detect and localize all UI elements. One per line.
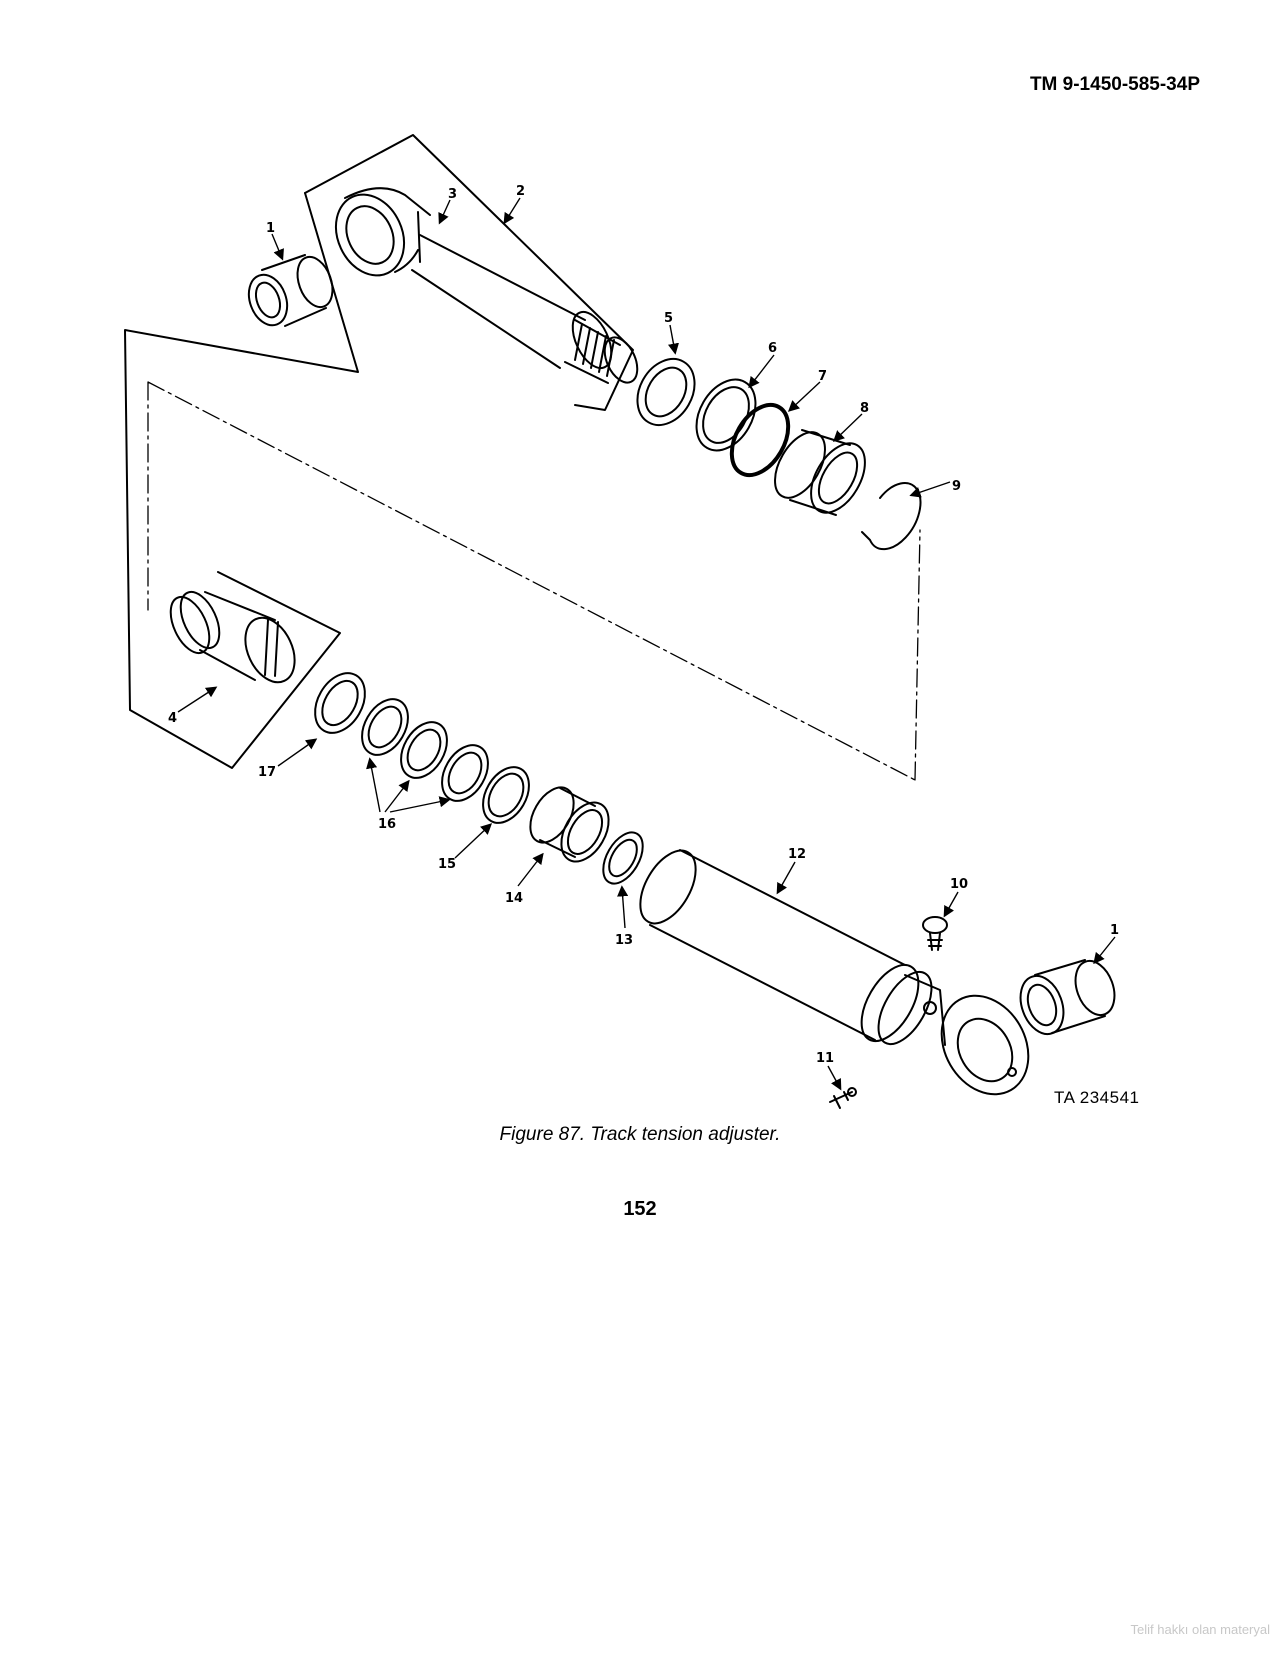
part-15-ring <box>482 766 530 824</box>
callout-15: 15 <box>438 857 456 872</box>
callout-14: 14 <box>505 891 523 906</box>
leader-14 <box>517 852 544 887</box>
callout-6: 6 <box>768 341 777 356</box>
leader-10 <box>943 891 959 918</box>
leader-11 <box>827 1065 842 1091</box>
leader-7 <box>787 381 821 412</box>
callout-8: 8 <box>860 401 869 416</box>
leader-13 <box>617 885 629 929</box>
leader-5 <box>667 324 679 355</box>
callout-17: 17 <box>258 765 276 780</box>
callout-7: 7 <box>818 369 827 384</box>
part-17-ring <box>314 672 366 734</box>
leader-12 <box>776 861 796 895</box>
figure-caption: Figure 87. Track tension adjuster. <box>499 1124 781 1145</box>
watermark: Telif hakkı olan materyal <box>1130 1622 1270 1637</box>
leader-8 <box>832 413 863 442</box>
leader-16a <box>366 757 381 813</box>
part-1-bushing-lower <box>1019 959 1116 1036</box>
group-outline-upper <box>304 134 634 411</box>
callout-16: 16 <box>378 817 396 832</box>
leader-16b <box>384 779 410 813</box>
callout-5: 5 <box>664 311 673 326</box>
part-6-ring <box>695 378 757 452</box>
callout-12: 12 <box>788 847 806 862</box>
leader-6 <box>748 354 775 389</box>
part-2-rod-end <box>334 187 639 384</box>
callout-11: 11 <box>816 1051 834 1066</box>
part-12-cylinder <box>639 849 1030 1096</box>
part-9-snap-ring <box>861 482 922 551</box>
leader-2 <box>503 197 521 225</box>
callout-9: 9 <box>952 479 961 494</box>
part-5-ring <box>636 358 696 426</box>
part-16-rings <box>361 698 489 802</box>
part-7-o-ring <box>729 402 791 478</box>
leader-9 <box>909 481 951 498</box>
leader-1-lower <box>1093 936 1116 965</box>
part-4-piston <box>169 590 296 684</box>
leader-3 <box>438 199 451 225</box>
part-10-fitting <box>922 916 948 951</box>
callout-2: 2 <box>516 184 525 199</box>
part-13-ring <box>602 831 644 885</box>
leader-1-upper <box>271 233 284 261</box>
leader-17 <box>277 738 318 767</box>
centerline <box>147 381 921 781</box>
part-14-bushing <box>529 786 610 863</box>
callout-1-upper: 1 <box>266 221 275 236</box>
leader-16c <box>389 796 451 813</box>
callout-3: 3 <box>448 187 457 202</box>
figure-ta-code: TA 234541 <box>1054 1088 1140 1107</box>
callout-13: 13 <box>615 933 633 948</box>
part-1-bushing-upper <box>247 254 334 327</box>
part-11-fitting <box>829 1087 857 1109</box>
page-number: 152 <box>623 1198 657 1220</box>
part-8-bushing <box>774 429 866 516</box>
callout-1-lower: 1 <box>1110 923 1119 938</box>
document-id: TM 9-1450-585-34P <box>1029 74 1200 95</box>
leader-4 <box>177 686 218 713</box>
callout-4: 4 <box>168 711 177 726</box>
leader-15 <box>454 823 493 859</box>
callout-10: 10 <box>950 877 968 892</box>
